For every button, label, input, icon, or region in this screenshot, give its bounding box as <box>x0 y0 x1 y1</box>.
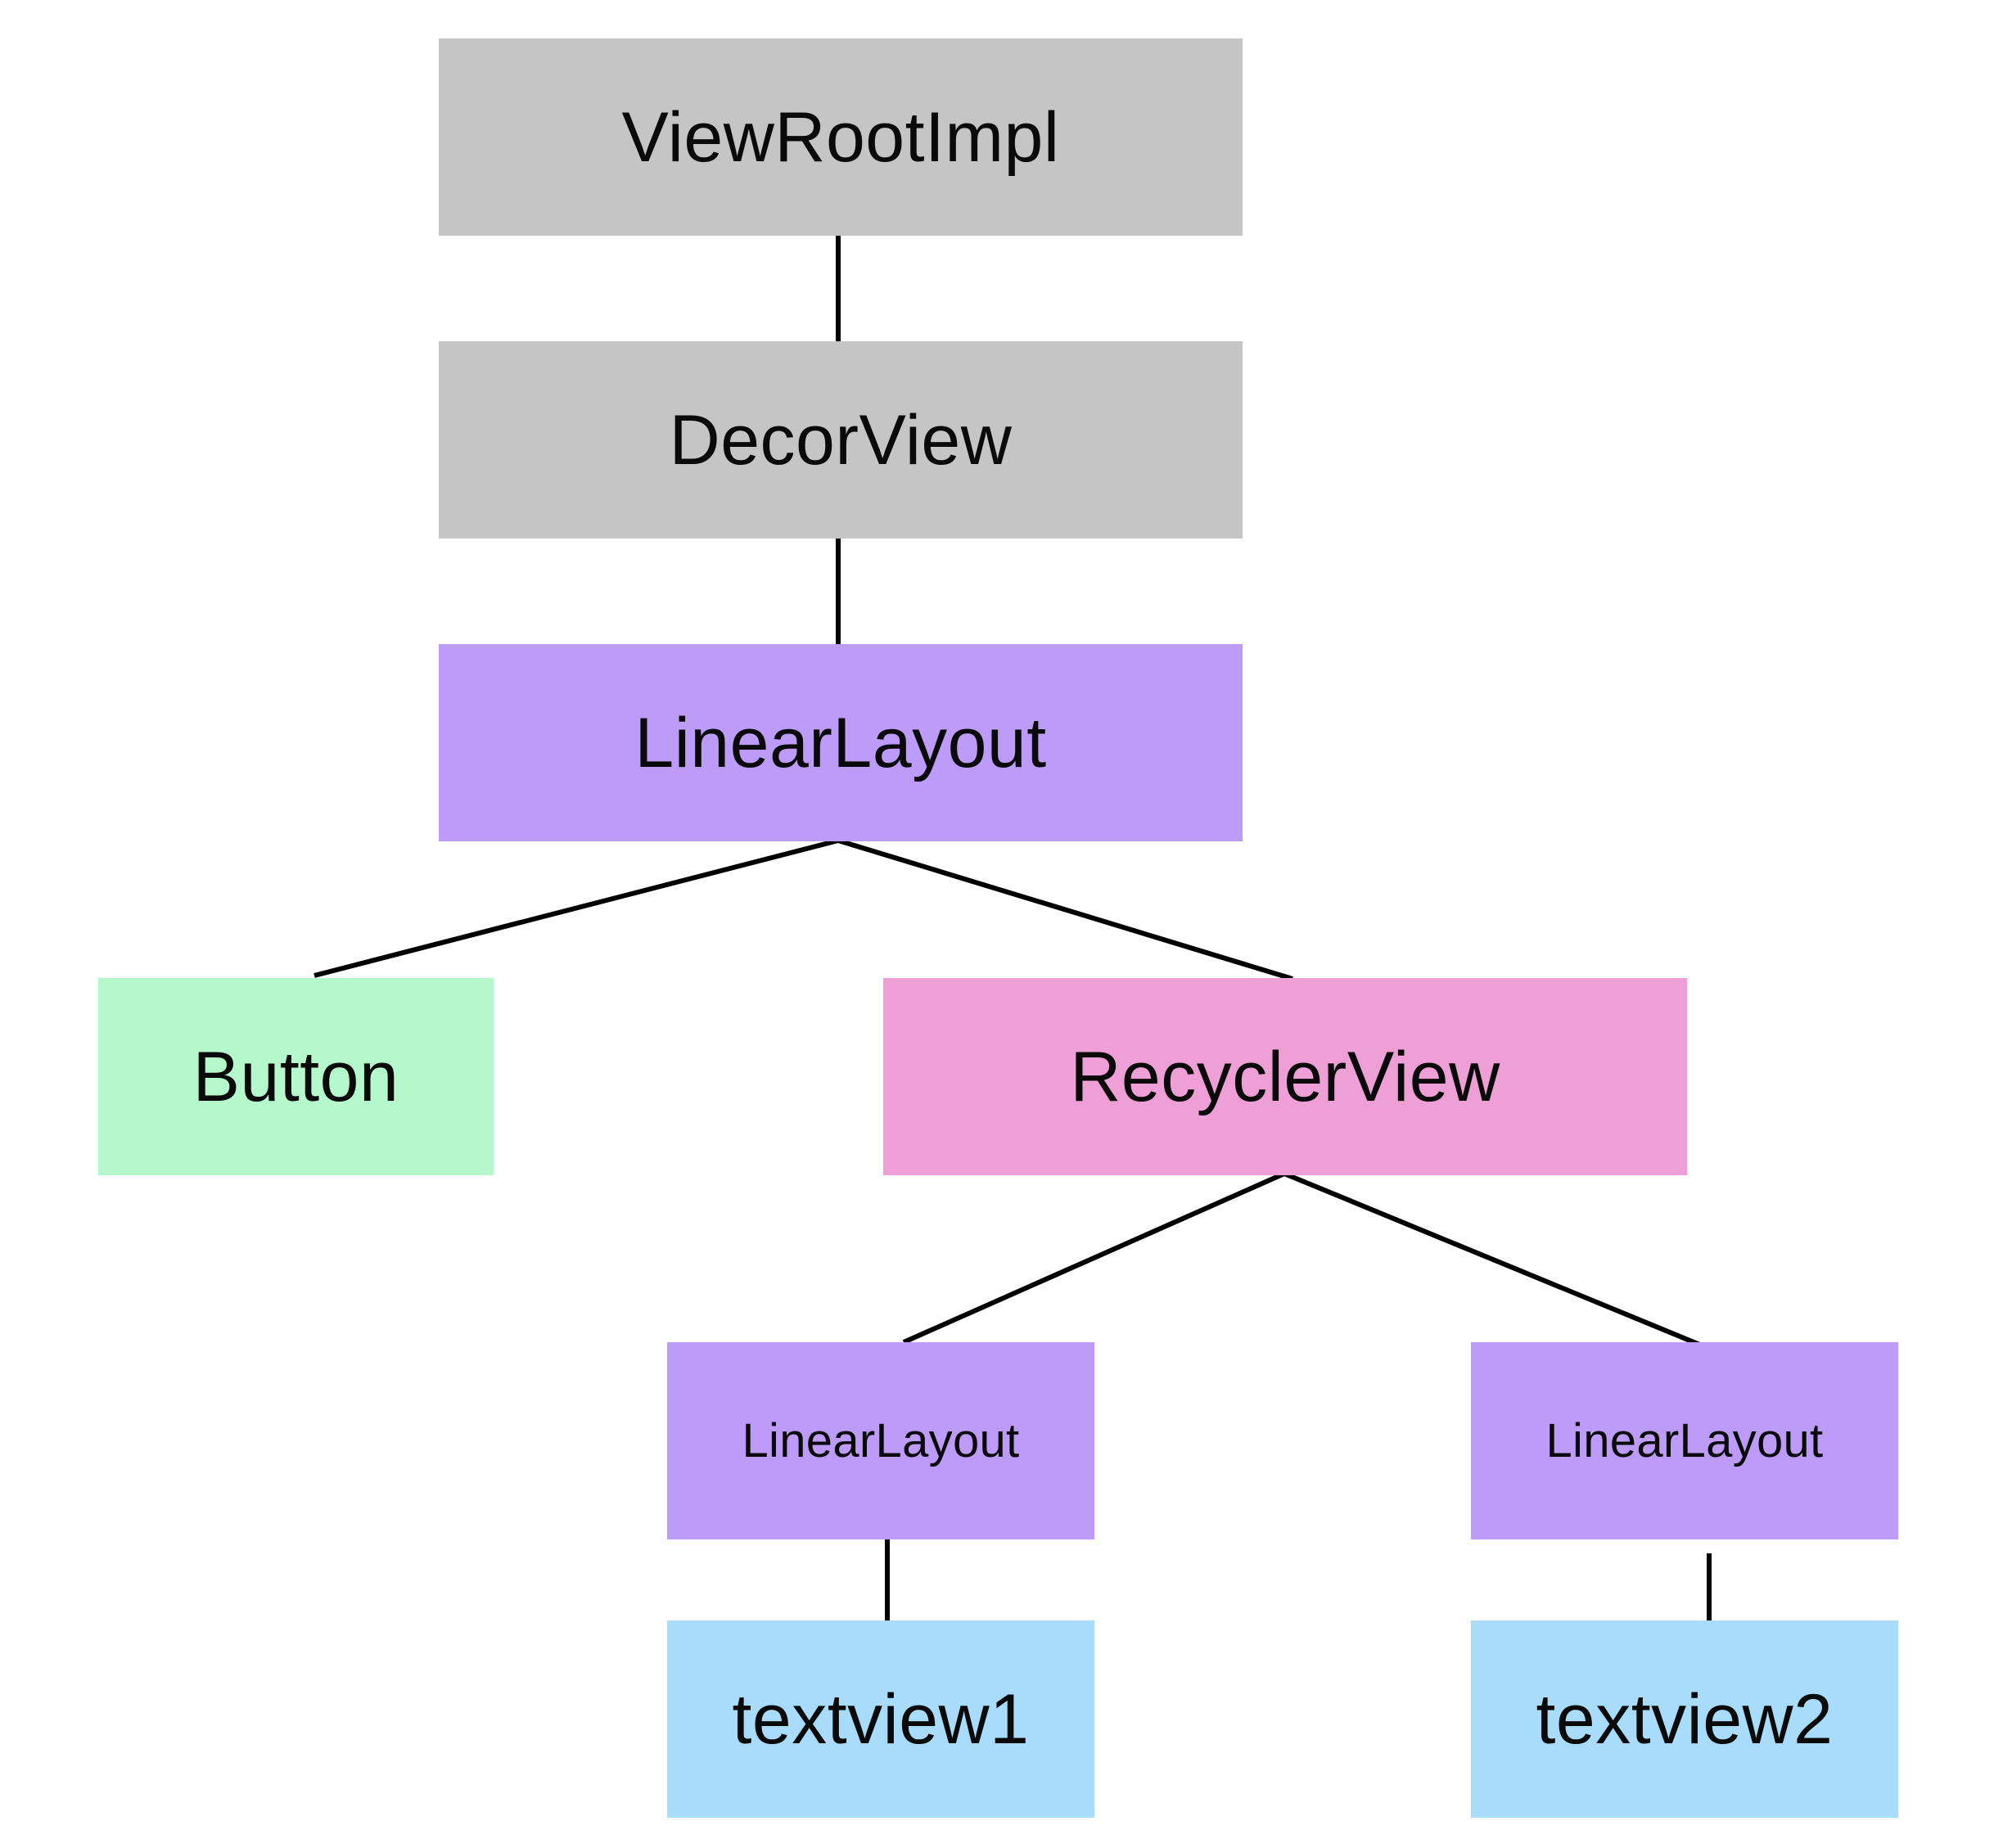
node-linearlayout-child-1: LinearLayout <box>667 1342 1094 1539</box>
edge-recyclerview-ll-child-1 <box>902 1171 1286 1345</box>
node-label: Button <box>192 1037 399 1116</box>
node-linearlayout: LinearLayout <box>439 644 1243 841</box>
node-textview1: textview1 <box>667 1620 1094 1818</box>
node-recyclerview: RecyclerView <box>883 978 1687 1175</box>
node-label: LinearLayout <box>1545 1413 1824 1467</box>
node-label: ViewRootImpl <box>621 97 1060 177</box>
node-textview2: textview2 <box>1471 1620 1898 1818</box>
node-label: DecorView <box>669 400 1013 480</box>
node-label: RecyclerView <box>1070 1037 1500 1116</box>
node-label: LinearLayout <box>634 703 1047 782</box>
node-linearlayout-child-2: LinearLayout <box>1471 1342 1898 1539</box>
edge-recyclerview-ll-child-2 <box>1283 1171 1707 1350</box>
node-viewrootimpl: ViewRootImpl <box>439 38 1243 236</box>
node-decorview: DecorView <box>439 341 1243 539</box>
node-label: LinearLayout <box>742 1413 1020 1467</box>
node-button: Button <box>98 978 494 1175</box>
edge-linearlayout-recyclerview <box>837 838 1293 981</box>
node-label: textview1 <box>732 1679 1030 1759</box>
edge-linearlayout-button <box>314 838 839 978</box>
node-label: textview2 <box>1536 1679 1834 1759</box>
